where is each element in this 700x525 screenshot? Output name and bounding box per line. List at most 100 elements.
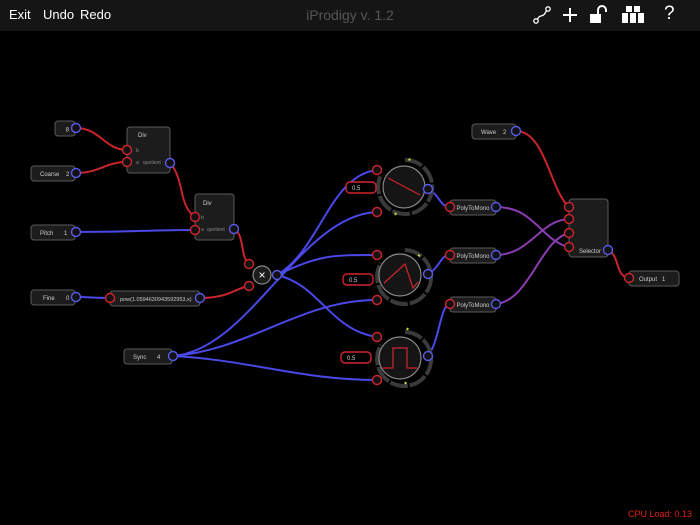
svg-text:2: 2 — [503, 130, 507, 136]
oscillator-node-1[interactable]: 0.5 — [345, 157, 435, 218]
input-port[interactable] — [121, 144, 133, 156]
svg-text:0.5: 0.5 — [347, 356, 356, 362]
output-port[interactable] — [228, 223, 240, 235]
triangle-wave-icon — [383, 262, 419, 290]
output-port[interactable] — [510, 125, 522, 137]
svg-text:PolyToMono: PolyToMono — [456, 206, 490, 212]
exit-button[interactable]: Exit — [9, 7, 31, 22]
input-port[interactable] — [121, 156, 133, 168]
input-port[interactable] — [371, 331, 383, 343]
value-field[interactable] — [340, 351, 372, 364]
polytomono-node-1[interactable]: PolyToMono — [444, 199, 502, 216]
input-port[interactable] — [444, 298, 456, 310]
wave-node[interactable]: Wave 2 — [471, 123, 522, 140]
pow-node[interactable]: x pow(1.0594630943592953,x) — [104, 290, 206, 307]
dial-tick — [394, 212, 397, 216]
input-port[interactable] — [189, 211, 201, 223]
wire-coarse-div1 — [75, 161, 128, 174]
svg-text:0.5: 0.5 — [352, 186, 361, 192]
svg-text:Coarse: Coarse — [40, 172, 60, 178]
input-port[interactable] — [563, 201, 575, 213]
undo-button[interactable]: Undo — [43, 7, 75, 22]
svg-text:Sync: Sync — [133, 355, 146, 361]
help-icon[interactable]: ? — [664, 3, 675, 24]
output-port[interactable] — [194, 292, 206, 304]
value-field[interactable] — [342, 273, 374, 286]
output-port[interactable] — [422, 268, 434, 280]
unlock-icon[interactable] — [587, 4, 609, 26]
input-port[interactable] — [623, 272, 635, 284]
oscillator-node-2[interactable]: 0.5 — [342, 248, 434, 306]
wire-div1-div2 — [169, 162, 196, 218]
svg-text:Wave: Wave — [481, 130, 497, 136]
input-port[interactable] — [189, 224, 201, 236]
output-port[interactable] — [70, 226, 82, 238]
wire-ptm3-selector — [495, 232, 570, 305]
svg-text:a: a — [136, 160, 139, 166]
dial-tick — [404, 381, 407, 385]
wire-div2-multiply — [233, 228, 250, 265]
wire-selector-output — [607, 249, 630, 279]
fine-node[interactable]: Fine 0 — [30, 289, 82, 306]
multiply-icon: × — [258, 268, 265, 282]
div-node-1[interactable]: Div b a quotient — [121, 126, 176, 174]
wire-sync-osc3 — [172, 355, 378, 381]
input-port[interactable] — [243, 258, 255, 270]
output-port[interactable] — [167, 350, 179, 362]
input-port[interactable] — [243, 280, 255, 292]
output-port[interactable] — [271, 269, 283, 281]
plus-icon[interactable] — [559, 4, 581, 26]
input-port[interactable] — [371, 249, 383, 261]
output-node[interactable]: Output 1 — [623, 270, 680, 287]
output-port[interactable] — [490, 298, 502, 310]
saw-wave-icon — [387, 177, 421, 196]
dial-tick — [408, 158, 411, 161]
output-port[interactable] — [70, 167, 82, 179]
output-port[interactable] — [602, 244, 614, 256]
input-port[interactable] — [371, 206, 383, 218]
redo-button[interactable]: Redo — [80, 7, 112, 22]
svg-text:0: 0 — [66, 296, 70, 302]
input-port[interactable] — [444, 249, 456, 261]
svg-text:a: a — [201, 227, 204, 233]
polytomono-node-2[interactable]: PolyToMono — [444, 247, 502, 264]
input-port[interactable] — [104, 292, 116, 304]
dial-tick — [417, 254, 421, 257]
output-port[interactable] — [422, 350, 434, 362]
input-port[interactable] — [444, 201, 456, 213]
modules-icon[interactable] — [620, 4, 646, 26]
input-port[interactable] — [563, 241, 575, 253]
input-port[interactable] — [563, 213, 575, 225]
output-port[interactable] — [490, 249, 502, 261]
output-port[interactable] — [164, 157, 176, 169]
pitch-node[interactable]: Pitch 1 — [30, 224, 82, 241]
square-wave-icon — [383, 347, 417, 369]
svg-text:8: 8 — [66, 128, 70, 134]
wire-fine-pow — [75, 296, 111, 299]
coarse-node[interactable]: Coarse 2 — [30, 165, 82, 182]
div-node-2[interactable]: Div b a quotient — [189, 193, 240, 241]
multiply-node[interactable]: × — [243, 258, 283, 292]
oscillator-node-3[interactable]: 0.5 — [340, 327, 434, 388]
output-port[interactable] — [70, 291, 82, 303]
svg-text:PolyToMono: PolyToMono — [456, 303, 490, 309]
input-port[interactable] — [371, 374, 383, 386]
value-field[interactable] — [345, 181, 377, 194]
svg-text:Fine: Fine — [43, 296, 55, 302]
patch-cable-icon[interactable] — [531, 4, 553, 26]
sync-node[interactable]: Sync 4 — [123, 348, 179, 365]
svg-text:0.5: 0.5 — [349, 278, 358, 284]
output-port[interactable] — [422, 183, 434, 195]
input-port[interactable] — [563, 227, 575, 239]
svg-text:1: 1 — [662, 277, 666, 283]
const-node-8[interactable]: 8 — [54, 120, 82, 137]
svg-text:Output: Output — [639, 277, 657, 283]
output-port[interactable] — [490, 201, 502, 213]
svg-text:2: 2 — [66, 172, 70, 178]
output-port[interactable] — [70, 122, 82, 134]
selector-node[interactable]: Selector — [563, 198, 614, 258]
polytomono-node-3[interactable]: PolyToMono — [444, 296, 502, 313]
input-port[interactable] — [371, 164, 383, 176]
input-port[interactable] — [371, 294, 383, 306]
